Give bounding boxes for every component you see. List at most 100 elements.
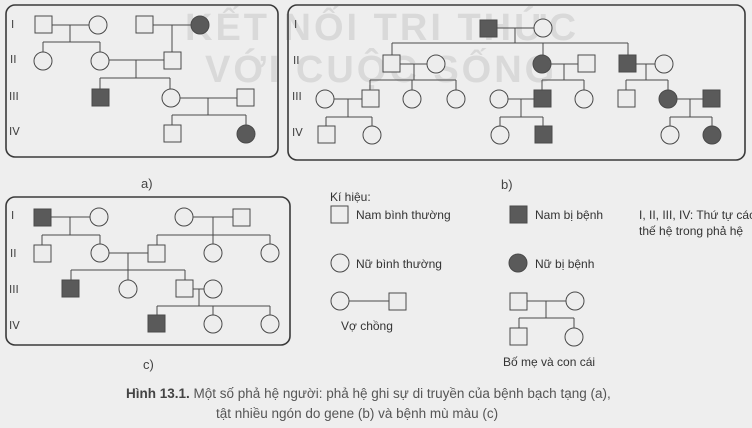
legend-parent-father <box>509 292 528 311</box>
normal-female <box>426 54 446 74</box>
affected-female <box>658 89 678 109</box>
gen-label-a-4: IV <box>9 125 20 138</box>
normal-female <box>89 207 109 227</box>
affected-male <box>61 279 80 298</box>
normal-male <box>317 125 336 144</box>
normal-female <box>660 125 680 145</box>
legend-couple-male <box>388 292 407 311</box>
legend-title: Kí hiệu: <box>330 190 371 204</box>
panel-a-frame <box>5 4 279 158</box>
pedigree-a: I II III IV <box>5 4 279 158</box>
panel-c-label: c) <box>143 357 154 372</box>
normal-male <box>147 244 166 263</box>
affected-female <box>190 15 210 35</box>
watermark-line-2: VỚI CUỘC SỐNG <box>205 46 557 91</box>
affected-female <box>702 125 722 145</box>
normal-male <box>577 54 596 73</box>
legend-normal-male-label: Nam bình thường <box>356 208 451 222</box>
affected-male <box>479 19 498 38</box>
gen-label-b-1: I <box>294 18 297 31</box>
figure-caption-line-2: tật nhiều ngón do gene (b) và bệnh mù mà… <box>216 406 498 421</box>
legend-affected-female-symbol <box>508 253 528 273</box>
normal-male <box>236 88 255 107</box>
gen-label-c-1: I <box>11 209 14 222</box>
normal-female <box>161 88 181 108</box>
affected-male <box>147 314 166 333</box>
gen-label-a-3: III <box>9 90 19 103</box>
normal-female <box>315 89 335 109</box>
normal-male <box>163 124 182 143</box>
legend-gen-note-1: I, II, III, IV: Thứ tự các <box>639 208 752 222</box>
affected-male <box>618 54 637 73</box>
legend-couple-label: Vợ chồng <box>341 319 393 333</box>
normal-male <box>33 244 52 263</box>
panel-a-label: a) <box>141 176 153 191</box>
affected-female <box>236 124 256 144</box>
legend-affected-male-label: Nam bị bệnh <box>535 208 603 222</box>
legend-normal-female-label: Nữ bình thường <box>356 257 442 271</box>
normal-male <box>163 51 182 70</box>
legend-parents-lines <box>518 300 575 328</box>
normal-female <box>90 51 110 71</box>
normal-male <box>135 15 154 34</box>
pedigree-a-individuals <box>33 15 256 144</box>
gen-label-c-3: III <box>9 283 19 296</box>
pedigree-c-individuals <box>33 207 280 334</box>
normal-female <box>118 279 138 299</box>
gen-label-a-2: II <box>10 53 17 66</box>
normal-female <box>33 51 53 71</box>
gen-label-b-3: III <box>292 90 302 103</box>
normal-female <box>203 279 223 299</box>
affected-male <box>33 208 52 227</box>
normal-female <box>446 89 466 109</box>
normal-female <box>402 89 422 109</box>
normal-female <box>574 89 594 109</box>
normal-female <box>174 207 194 227</box>
affected-male <box>534 125 553 144</box>
normal-female <box>88 15 108 35</box>
pedigree-a-lines <box>42 24 247 125</box>
legend-child-son <box>509 327 528 346</box>
pedigree-b-individuals <box>315 18 722 145</box>
affected-male <box>533 89 552 108</box>
normal-female <box>489 89 509 109</box>
normal-female <box>490 125 510 145</box>
gen-label-a-1: I <box>11 18 14 31</box>
pedigree-b: I II III IV <box>287 4 746 161</box>
normal-male <box>232 208 251 227</box>
normal-female <box>90 243 110 263</box>
normal-female <box>203 243 223 263</box>
legend-gen-note-2: thế hệ trong phả hệ <box>639 224 743 238</box>
normal-female <box>260 243 280 263</box>
gen-label-c-2: II <box>10 247 17 260</box>
affected-female <box>532 54 552 74</box>
legend-affected-female-label: Nữ bị bệnh <box>535 257 594 271</box>
pedigree-c: I II III IV <box>5 196 291 346</box>
watermark-line-1: KẾT NỐI TRI THỨC <box>185 4 579 49</box>
legend-child-daughter <box>564 327 584 347</box>
normal-male <box>34 15 53 34</box>
normal-male <box>361 89 380 108</box>
figure-caption-line-1: Hình 13.1. Một số phả hệ người: phả hệ g… <box>126 386 611 401</box>
normal-female <box>362 125 382 145</box>
gen-label-c-4: IV <box>9 319 20 332</box>
panel-b-label: b) <box>501 177 513 192</box>
gen-label-b-2: II <box>293 54 300 67</box>
affected-male <box>91 88 110 107</box>
normal-male <box>617 89 636 108</box>
gen-label-b-4: IV <box>292 126 303 139</box>
legend: Kí hiệu: Nam bình thường Nam bị bệnh I, … <box>330 190 752 369</box>
panel-b-frame <box>287 4 746 161</box>
normal-male <box>175 279 194 298</box>
normal-female <box>203 314 223 334</box>
figure-caption-label: Hình 13.1. <box>126 386 190 401</box>
normal-female <box>533 18 553 38</box>
legend-normal-female-symbol <box>330 253 350 273</box>
legend-affected-male-symbol <box>509 205 528 224</box>
affected-male <box>702 89 721 108</box>
figure-caption-text-1: Một số phả hệ người: phả hệ ghi sự di tr… <box>190 386 611 401</box>
legend-normal-male-symbol <box>330 205 349 224</box>
panel-c-frame <box>5 196 291 346</box>
normal-male <box>382 54 401 73</box>
